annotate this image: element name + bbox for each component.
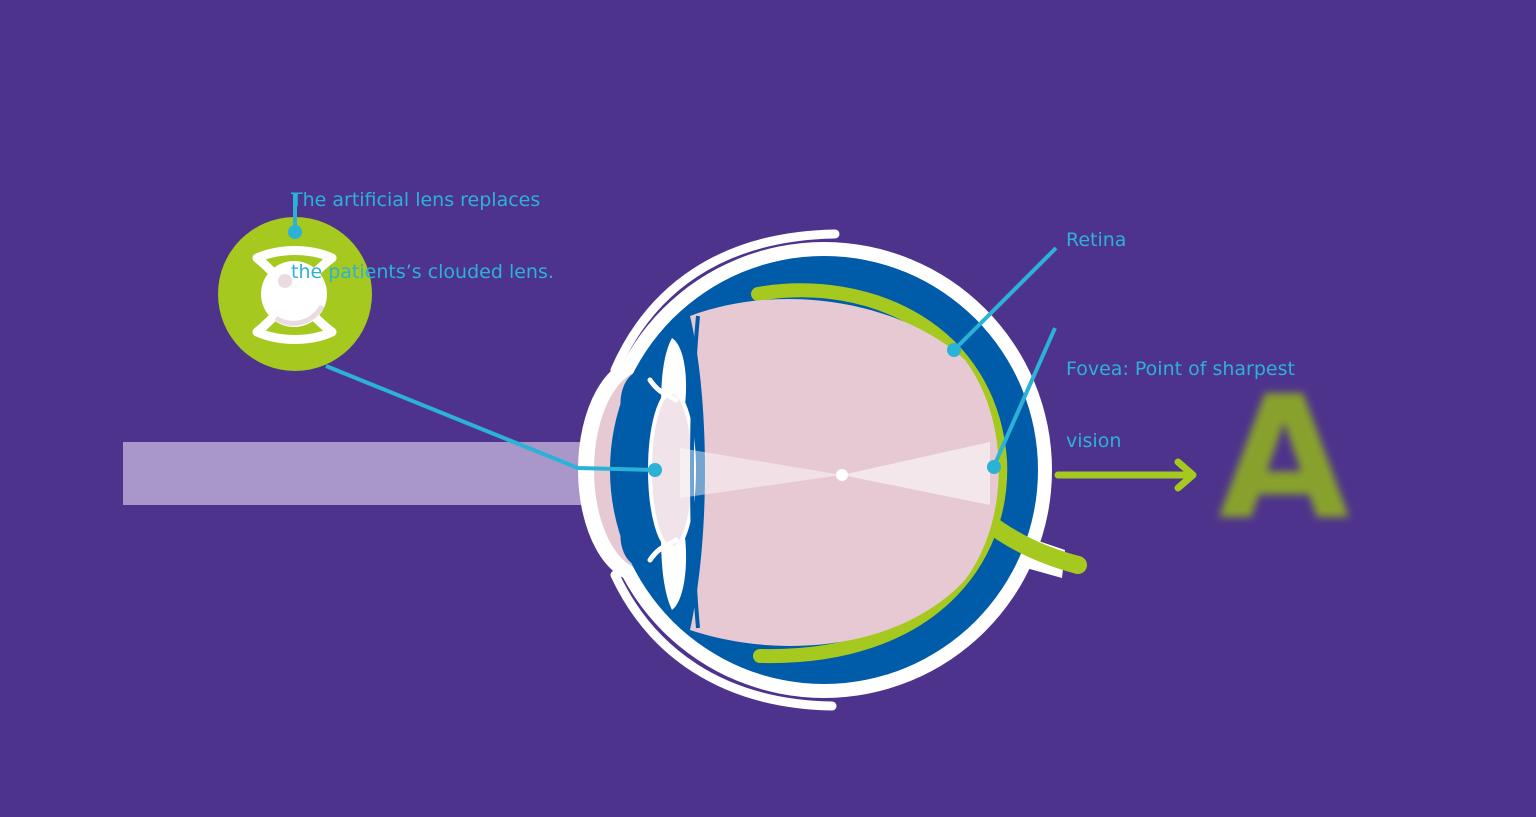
lens-label-line1: The artificial lens replaces [291,189,541,211]
focal-point [836,469,848,481]
lens-icon-optic-shade [274,304,325,326]
lens-boundary [690,315,700,629]
lens-haptic-lower [647,537,679,563]
retina-callout-dot [947,343,961,357]
fovea-callout-line [992,327,1057,467]
lens-callout-dot [648,463,662,477]
light-cone-front [680,448,842,498]
upper-eyelid [610,229,840,375]
perceived-image-letter: A [1218,360,1350,558]
iris-upper [620,372,650,440]
lens-haptic-upper [647,377,679,403]
retina-label: Retina [1066,229,1127,251]
retina-layer [751,283,1008,664]
optic-nerve [976,511,1087,574]
light-beam [123,442,593,505]
fovea-label-line1: Fovea: Point of sharpest [1066,358,1295,380]
lower-eyelid [610,570,837,711]
lens-callout-line [325,364,656,472]
light-cone-back [842,442,990,505]
retina-callout-line [952,246,1058,352]
lens-label-line2: the patients’s clouded lens. [291,261,554,283]
lens-icon-optic [261,261,327,327]
lens-label-dot [288,225,302,239]
lens-label: The artificial lens replaces the patient… [291,140,554,332]
iris-lower [620,502,650,566]
arrow-right-icon [1174,458,1197,492]
fovea-callout-dot [987,460,1001,474]
fovea-label-line2: vision [1066,430,1122,452]
lens-icon-optic-highlight [278,274,292,288]
fovea-label: Fovea: Point of sharpest vision [1066,309,1295,501]
